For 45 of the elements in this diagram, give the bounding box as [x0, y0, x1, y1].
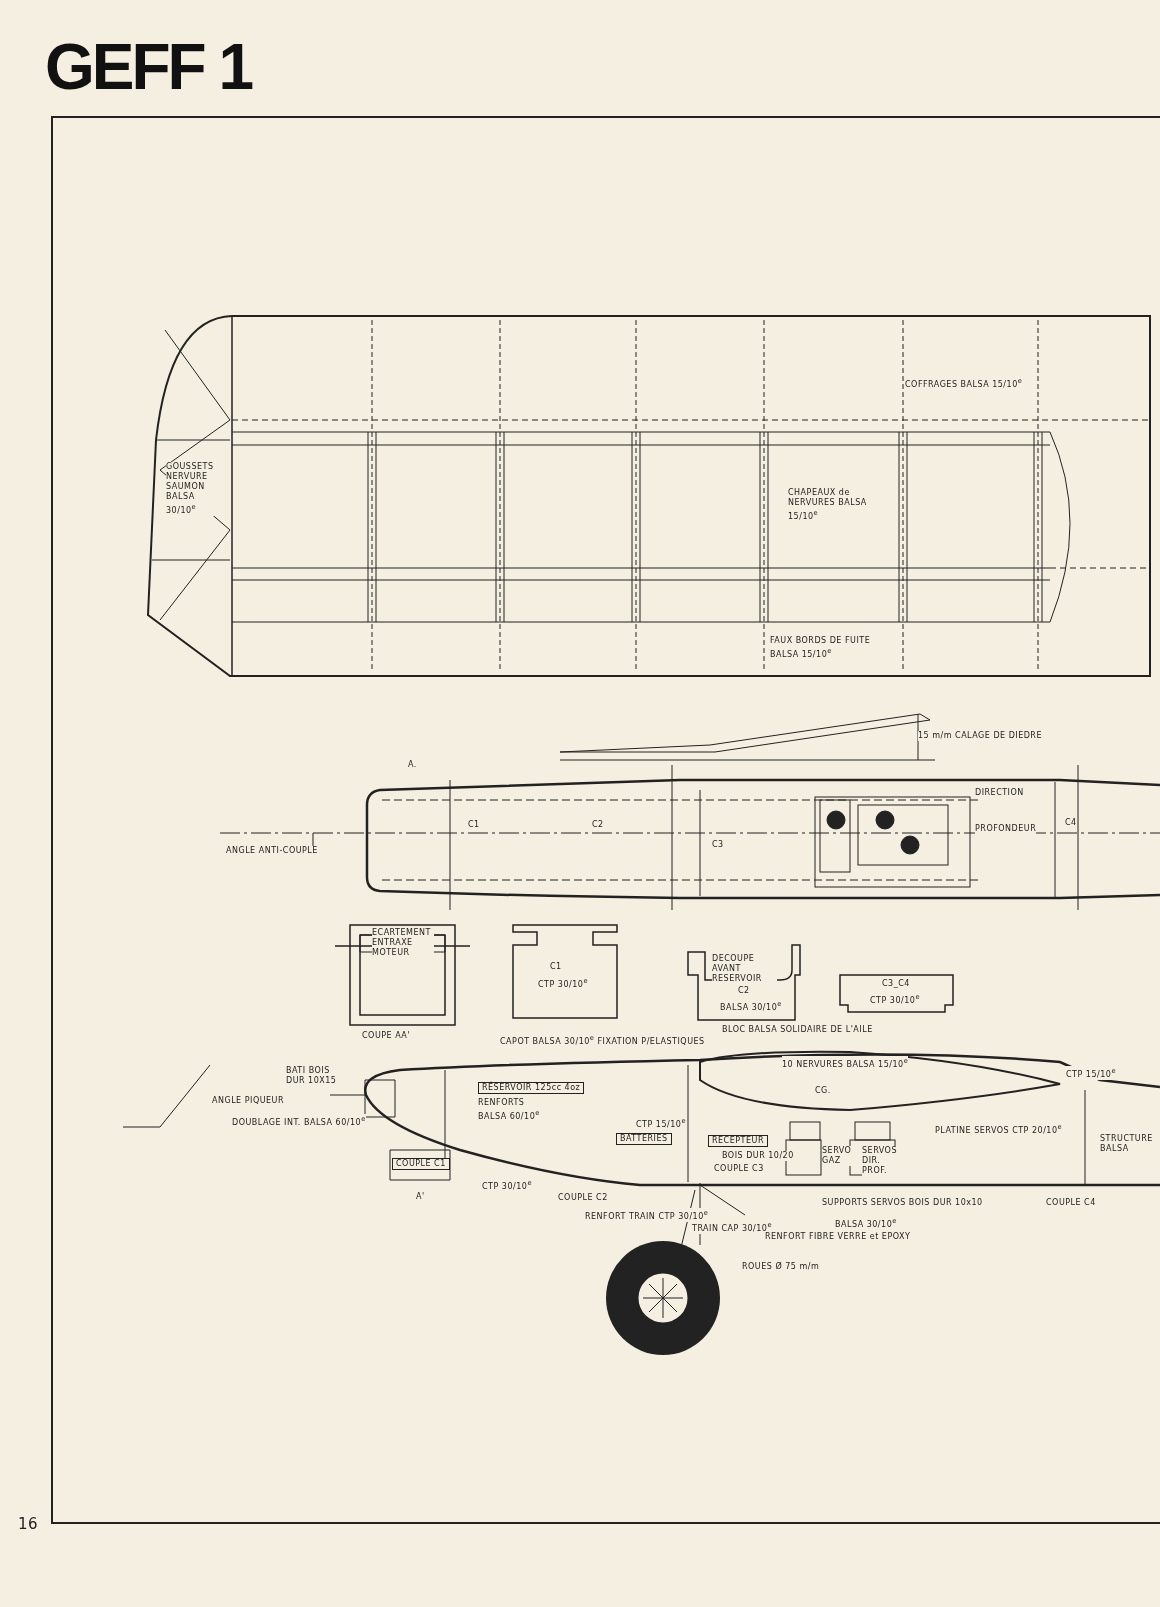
part-label: CTP 30/10$^{e}$ — [538, 976, 588, 990]
part-label: SERVO GAZ — [822, 1146, 852, 1166]
part-label: CTP 15/10$^{e}$ — [1066, 1066, 1116, 1080]
part-label: 15 m/m CALAGE DE DIEDRE — [918, 731, 1042, 741]
part-label: ROUES Ø 75 m/m — [742, 1262, 820, 1272]
part-label: BLOC BALSA SOLIDAIRE DE L'AILE — [722, 1025, 873, 1035]
boxed-part-label: COUPLE C1 — [392, 1158, 450, 1170]
part-label: 10 NERVURES BALSA 15/10$^{e}$ — [782, 1056, 909, 1070]
part-label: ANGLE PIQUEUR — [212, 1096, 284, 1106]
boxed-part-label: RÉSERVOIR 125cc 4oz — [478, 1082, 585, 1094]
part-label: DECOUPE AVANT RESERVOIR — [712, 954, 777, 984]
part-label: CTP 15/10$^{e}$ — [636, 1116, 686, 1130]
part-label: COUPLE C3 — [714, 1164, 764, 1174]
part-label: C2 — [592, 820, 604, 830]
part-label: A' — [416, 1192, 425, 1202]
part-label: C1 — [468, 820, 480, 830]
title: GEFF 1 — [45, 30, 252, 104]
part-label: CG. — [815, 1086, 831, 1096]
part-label: COUPLE C4 — [1046, 1198, 1096, 1208]
part-label: BALSA 30/10$^{e}$ — [835, 1216, 897, 1230]
part-label: COUPE AA' — [362, 1031, 411, 1041]
part-label: C3_C4 — [882, 979, 910, 989]
boxed-part-label: BATTERIES — [616, 1133, 672, 1145]
part-label: CAPOT BALSA 30/10$^{e}$ FIXATION P/ELASTIQUES — [500, 1033, 705, 1047]
part-label: C1 — [550, 962, 562, 972]
part-label: PLATINE SERVOS CTP 20/10$^{e}$ — [935, 1122, 1063, 1136]
part-label: COFFRAGES BALSA 15/10$^{e}$ — [905, 376, 1023, 390]
part-label: RENFORT FIBRE VERRE et EPOXY — [765, 1232, 911, 1242]
part-label: A. — [408, 760, 417, 770]
part-label: ECARTEMENT ENTRAXE MOTEUR — [372, 928, 434, 958]
part-label: C3 — [712, 840, 724, 850]
part-label: DOUBLAGE INT. BALSA 60/10$^{e}$ — [232, 1114, 366, 1128]
part-label: DIRECTION — [975, 788, 1024, 798]
part-label: C2 — [738, 986, 750, 996]
part-label: ANGLE ANTI-COUPLE — [226, 846, 318, 856]
part-label: CTP 30/10$^{e}$ — [482, 1178, 532, 1192]
boxed-part-label: RECEPTEUR — [708, 1135, 768, 1147]
part-label: BOIS DUR 10/20 — [722, 1151, 794, 1161]
part-label: SUPPORTS SERVOS BOIS DUR 10x10 — [822, 1198, 983, 1208]
part-label: RENFORT TRAIN CTP 30/10$^{e}$ — [585, 1208, 709, 1222]
part-label: PROFONDEUR — [975, 824, 1037, 834]
part-label: CTP 30/10$^{e}$ — [870, 992, 920, 1006]
part-label: C4 — [1065, 818, 1077, 828]
part-label: COUPLE C2 — [558, 1193, 608, 1203]
part-label: BALSA 30/10$^{e}$ — [720, 999, 782, 1013]
